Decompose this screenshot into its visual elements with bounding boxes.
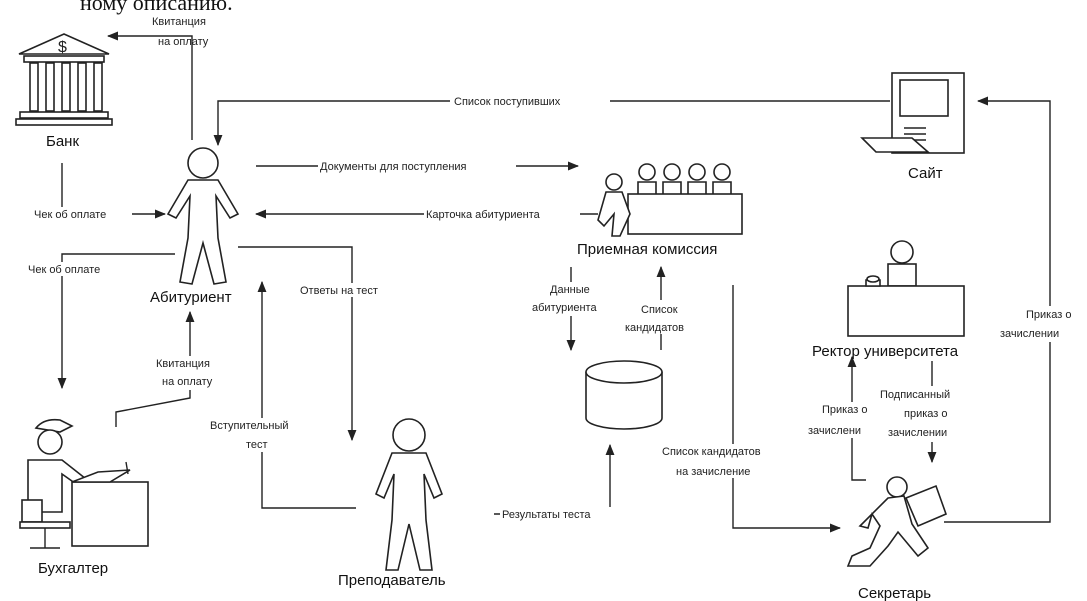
arrow-test-results xyxy=(494,443,615,515)
label-applicant-data: Данные абитуриента xyxy=(532,282,610,316)
label-candidates-list: Список кандидатов xyxy=(624,300,708,334)
svg-text:приказ о: приказ о xyxy=(904,408,947,420)
svg-text:кандидатов: кандидатов xyxy=(625,322,684,334)
label-receipt-mid: Квитанция на оплату xyxy=(150,356,234,390)
rector-icon xyxy=(847,240,965,337)
arrow-admitted-list xyxy=(213,100,890,147)
svg-text:Квитанция: Квитанция xyxy=(156,358,210,370)
label-entrance-test: Вступительный тест xyxy=(208,418,312,452)
arrow-receipt-to-applicant xyxy=(115,310,195,427)
label-order-right: Приказ о зачислении xyxy=(996,306,1084,342)
applicant-label: Абитуриент xyxy=(150,289,232,306)
svg-text:зачислении: зачислении xyxy=(1000,328,1059,340)
bank-label: Банк xyxy=(46,133,79,150)
svg-text:Список кандидатов: Список кандидатов xyxy=(662,446,761,458)
arrow-test-answers xyxy=(238,246,357,442)
label-signed-order: Подписанный приказ о зачислении xyxy=(878,386,988,442)
secretary-running-icon xyxy=(846,476,948,567)
svg-text:Подписанный: Подписанный xyxy=(880,389,950,401)
label-documents: Документы для поступления xyxy=(320,161,467,173)
label-test-results: Результаты теста xyxy=(502,509,591,521)
committee-icon xyxy=(597,163,743,237)
svg-text:$: $ xyxy=(58,39,67,56)
svg-text:тест: тест xyxy=(246,439,268,451)
label-receipt-top: Квитанция на оплату xyxy=(152,16,209,48)
svg-text:на зачисление: на зачисление xyxy=(676,466,750,478)
svg-text:Список: Список xyxy=(641,304,678,316)
svg-text:Приказ о: Приказ о xyxy=(822,404,867,416)
secretary-label: Секретарь xyxy=(858,585,931,601)
svg-text:Приказ о: Приказ о xyxy=(1026,309,1071,321)
database-icon xyxy=(585,360,663,430)
svg-text:Данные: Данные xyxy=(550,284,590,296)
label-admitted-list: Список поступивших xyxy=(454,96,561,108)
svg-text:на оплату: на оплату xyxy=(162,376,213,388)
header-text: ному описанию. xyxy=(80,0,233,15)
arrow-receipt-to-bank xyxy=(106,31,193,140)
svg-text:зачислении: зачислении xyxy=(888,427,947,439)
arrow-candidates-enrollment xyxy=(732,285,842,533)
svg-text:зачислени: зачислени xyxy=(808,425,861,437)
arrow-entrance-test xyxy=(257,280,356,509)
label-applicant-card: Карточка абитуриента xyxy=(426,209,541,221)
svg-text:Вступительный: Вступительный xyxy=(210,420,289,432)
label-check-1: Чек об оплате xyxy=(34,209,106,221)
accountant-icon xyxy=(19,418,149,549)
label-order-left: Приказ о зачислени xyxy=(804,402,884,438)
teacher-label: Преподаватель xyxy=(338,572,446,589)
teacher-figure-icon xyxy=(374,418,444,571)
label-check-2: Чек об оплате xyxy=(28,264,100,276)
label-candidates-enrollment: Список кандидатов на зачисление xyxy=(660,444,776,478)
committee-label: Приемная комиссия xyxy=(577,241,717,258)
arrow-order-to-rector xyxy=(847,355,866,481)
svg-text:абитуриента: абитуриента xyxy=(532,302,597,314)
accountant-label: Бухгалтер xyxy=(38,560,108,577)
site-label: Сайт xyxy=(908,165,943,182)
arrow-check-to-accountant xyxy=(57,253,175,390)
label-test-answers: Ответы на тест xyxy=(300,285,378,297)
svg-text:на оплату: на оплату xyxy=(158,36,209,48)
bank-icon: $ xyxy=(15,33,113,126)
computer-site-icon xyxy=(860,72,965,154)
rector-label: Ректор университета xyxy=(812,343,959,360)
applicant-figure-icon xyxy=(166,147,240,285)
svg-text:Квитанция: Квитанция xyxy=(152,16,206,28)
arrow-check-to-applicant xyxy=(61,163,167,219)
